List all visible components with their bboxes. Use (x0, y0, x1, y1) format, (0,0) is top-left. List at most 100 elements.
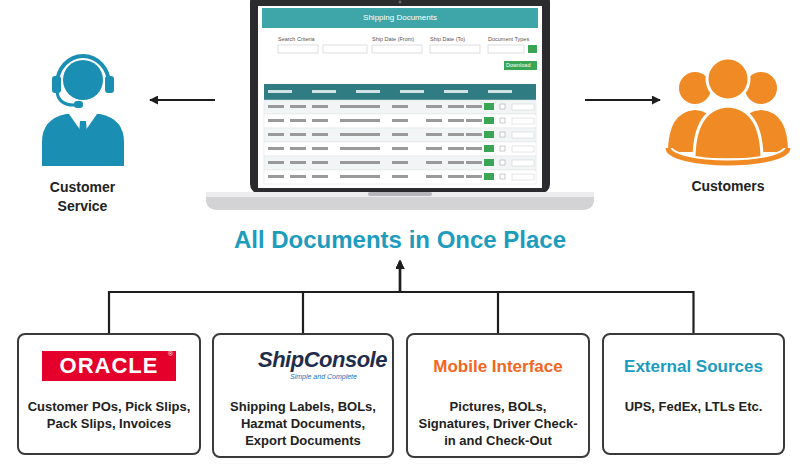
screen-table-part-part (466, 119, 482, 122)
screen-table-part-part (312, 147, 328, 150)
node-text: Simple and Complete (290, 373, 357, 380)
customers-node: Customers (660, 35, 796, 215)
screen-table-part-part (340, 133, 380, 136)
screen-table-part-part (392, 161, 408, 164)
customer-service-icon-part (74, 101, 83, 108)
screen-table-part-part (466, 175, 482, 178)
screen-label: Download (506, 61, 530, 70)
screen-form-part (504, 61, 537, 70)
screen-table-part-part (512, 160, 534, 166)
source-box: ORACLECustomer POs, Pick Slips, Pack Sli… (17, 333, 201, 455)
laptop-part (206, 192, 594, 197)
node-text: Shipping Labels, BOLs, Hazmat Documents,… (214, 399, 392, 450)
screen-table-part-part (512, 174, 534, 180)
screen-form-part (278, 45, 318, 53)
screen-table-part (356, 90, 380, 93)
screen-table-part-part (426, 133, 442, 136)
screen-table-part-part (484, 103, 494, 110)
customer-service-icon-part (52, 76, 61, 93)
screen-table-part-part (484, 145, 494, 152)
screen-form-part (430, 45, 480, 53)
customers-icon-part (668, 148, 788, 163)
screen-table-part-part (466, 161, 482, 164)
screen-table-part-part (268, 175, 284, 178)
screen-table-part-part (500, 146, 505, 151)
screen-table-part-part (268, 119, 284, 122)
screen-table-part-part (466, 105, 482, 108)
screen-table-part-part (264, 100, 536, 114)
screen-label: Ship Date (To) (430, 36, 465, 42)
screen-table-part (264, 170, 536, 184)
screen-table-part-part (268, 133, 284, 136)
source-box: External SourcesUPS, FedEx, LTLs Etc. (602, 333, 785, 455)
screen-table-part-part (340, 175, 380, 178)
customers-icon (668, 58, 788, 163)
customer-service-icon-part (78, 121, 88, 153)
screen-table-part-part (484, 159, 494, 166)
screen-table-part-part (268, 161, 284, 164)
screen-table-part-part (484, 131, 494, 138)
screen-table-part-part (264, 114, 536, 128)
screen-table-part (312, 90, 336, 93)
flow-arrow (400, 261, 498, 333)
screen-table-part (444, 90, 468, 93)
laptop-part (258, 6, 542, 188)
screen-table-part-part (290, 175, 306, 178)
laptop-part (368, 192, 432, 196)
node-title: ShipConsole (258, 347, 387, 373)
screen-table-part-part (290, 105, 306, 108)
customer-service-node: Customer Service (15, 35, 150, 215)
screen-table-part-part (512, 146, 534, 152)
screen-table-part-part (392, 133, 408, 136)
node-title: Customers (660, 178, 796, 194)
screen-form-part (264, 84, 536, 100)
screen-table-part-part (448, 175, 464, 178)
screen-label: Document Types (488, 36, 529, 42)
screen-table-part-part (312, 161, 328, 164)
screen-table-part-part (448, 133, 464, 136)
screen-table-part-part (484, 117, 494, 124)
screen-table-part-part (340, 119, 380, 122)
screen-table-part-part (500, 118, 505, 123)
screen-table-part-part (466, 147, 482, 150)
customer-service-icon (42, 56, 124, 166)
screen-table-part-part (268, 147, 284, 150)
customer-service-icon-part (57, 92, 76, 105)
screen-table-part-part (426, 105, 442, 108)
screen-table-part-part (512, 118, 534, 124)
screen-table-part-part (312, 133, 328, 136)
node-text: Customer POs, Pick Slips, Pack Slips, In… (19, 399, 199, 433)
screen-table-part-part (264, 128, 536, 142)
screen-table-part-part (392, 147, 408, 150)
screen-table-part-part (340, 147, 380, 150)
screen-table-part-part (392, 175, 408, 178)
source-box: Mobile InterfacePictures, BOLs, Signatur… (406, 333, 590, 458)
screen-table-part-part (500, 104, 505, 109)
node-text: All Documents in Once Place (205, 226, 595, 254)
customers-icon-part (668, 148, 788, 163)
laptop (206, 0, 594, 210)
laptop-part (250, 0, 550, 194)
screen-form-part (323, 45, 367, 53)
screen-table-part-part (290, 119, 306, 122)
customers-icon-part (694, 106, 762, 160)
screen-table-part-part (448, 105, 464, 108)
node-text: Pictures, BOLs, Signatures, Driver Check… (408, 399, 588, 450)
screen-label: Search Criteria (278, 36, 315, 42)
source-box: ShipConsoleSimple and CompleteShipping L… (212, 333, 394, 458)
screen-form-part (488, 45, 524, 53)
flow-arrow (400, 261, 694, 333)
screen-table-part-part (448, 161, 464, 164)
laptop-part (399, 1, 402, 4)
customer-service-icon-part (63, 60, 103, 100)
screen-table-part (268, 90, 292, 93)
screen-table-part (264, 128, 536, 142)
screen-table-part-part (312, 119, 328, 122)
screen-table-part-part (392, 105, 408, 108)
screen-table-part-part (512, 104, 534, 110)
screen-table-part-part (264, 156, 536, 170)
screen-table-part-part (340, 105, 380, 108)
screen-table-part-part (484, 173, 494, 180)
screen-table-part-part (290, 133, 306, 136)
customer-service-icon-part (57, 56, 109, 84)
